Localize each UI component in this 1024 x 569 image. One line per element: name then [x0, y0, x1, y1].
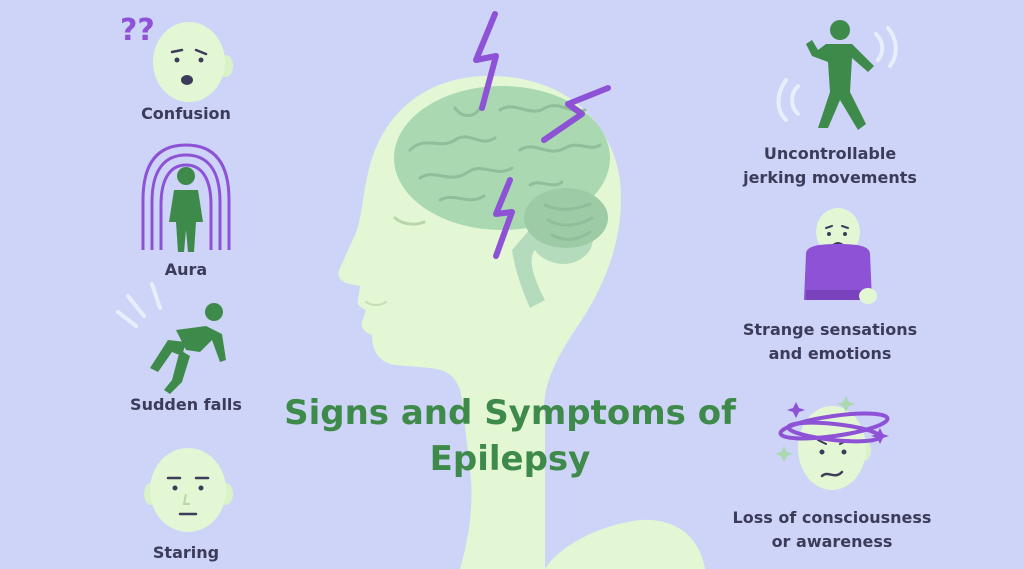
jerking-line-1: Uncontrollable [763, 144, 897, 163]
lightning-bolt-icon [473, 11, 611, 259]
consciousness-line-2: or awareness [771, 532, 893, 551]
loss-of-consciousness-label: Loss of consciousness or awareness [716, 506, 948, 554]
sensations-line-1: Strange sensations [742, 320, 918, 339]
sudden-falls-label: Sudden falls [130, 395, 242, 414]
strange-sensations-label: Strange sensations and emotions [724, 318, 936, 366]
title-line-2: Epilepsy [429, 439, 591, 479]
consciousness-line-1: Loss of consciousness [732, 508, 932, 527]
aura-person-icon [141, 143, 231, 252]
jerking-person-icon [776, 20, 898, 130]
title-line-1: Signs and Symptoms of [284, 393, 736, 433]
jerking-movements-label: Uncontrollable jerking movements [728, 142, 932, 190]
brain-icon [394, 86, 610, 308]
page-title: Signs and Symptoms of Epilepsy [250, 390, 770, 482]
staring-face-icon [144, 448, 233, 532]
dizzy-face-icon [775, 396, 890, 490]
staring-label: Staring [152, 543, 220, 562]
sensations-line-2: and emotions [768, 344, 892, 363]
confusion-label: Confusion [141, 104, 231, 123]
question-marks-icon: ?? [120, 13, 155, 48]
jerking-line-2: jerking movements [743, 168, 917, 187]
confused-face-icon [153, 22, 233, 102]
falling-person-icon [116, 282, 226, 394]
aura-label: Aura [164, 260, 208, 279]
hugging-person-icon [804, 208, 877, 304]
